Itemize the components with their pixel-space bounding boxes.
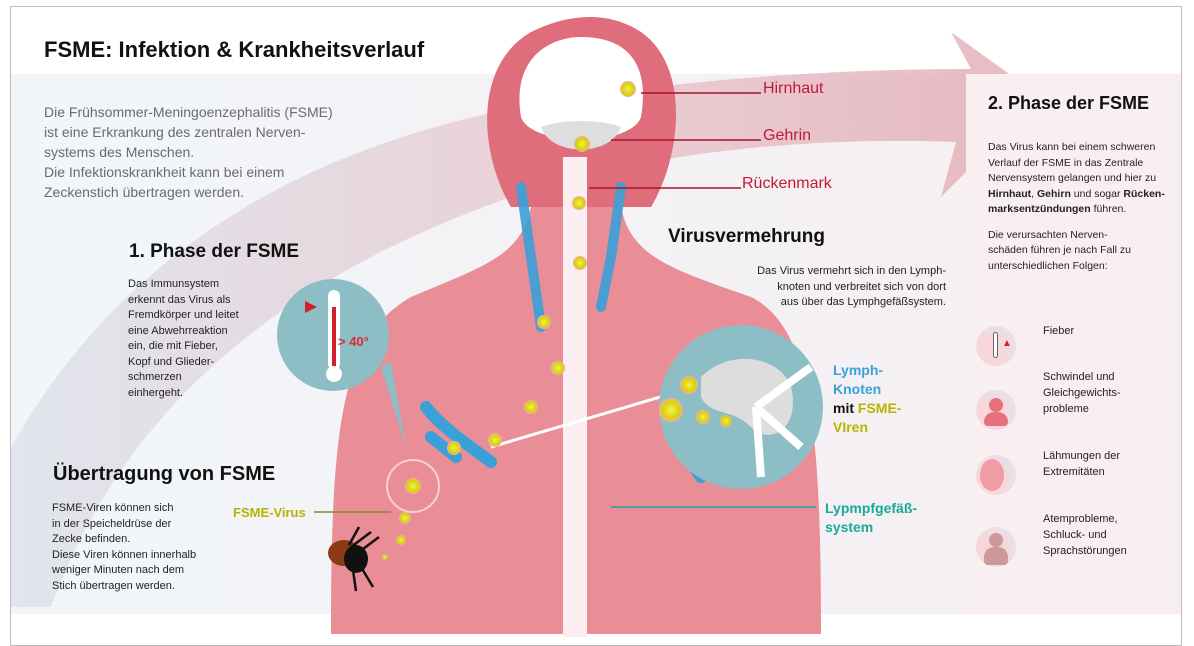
infographic: FSME: Infektion & Krankheitsverlauf Die … bbox=[10, 6, 1182, 646]
text-line: FSME-Viren können sich bbox=[52, 502, 174, 514]
text-line: Das Immunsystem bbox=[128, 278, 220, 290]
phase1-text: Das Immunsystem erkennt das Virus als Fr… bbox=[128, 277, 239, 401]
text-line: einhergeht. bbox=[128, 386, 184, 399]
virusvermehrung-title: Virusvermehrung bbox=[668, 226, 825, 247]
virus-particles bbox=[382, 81, 732, 560]
text-line: ein, die mit Fieber, bbox=[128, 340, 218, 352]
text-run: Das Virus kann bei einem schweren Verlau… bbox=[988, 141, 1157, 184]
lymph-node-label: Lymph- Knoten mit FSME- VIren bbox=[833, 361, 901, 437]
text-run: führen. bbox=[1090, 203, 1127, 215]
text-bold: Gehirn bbox=[1037, 187, 1071, 200]
text-bold: Rücken-marksentzündungen bbox=[988, 187, 1165, 216]
dizziness-icon bbox=[976, 390, 1016, 430]
phase2-title: 2. Phase der FSME bbox=[988, 93, 1150, 113]
text-line: erkennt das Virus als bbox=[128, 293, 231, 306]
text-line: in der Speicheldrüse der bbox=[52, 517, 172, 530]
fsme-virus-label: FSME-Virus bbox=[233, 505, 306, 520]
text-word: FSME- bbox=[857, 400, 902, 416]
intro-line: systems des Menschen. bbox=[44, 144, 195, 160]
lymph-node-magnifier bbox=[659, 325, 823, 489]
text-line: schmerzen bbox=[128, 371, 182, 383]
intro-line: ist eine Erkrankung des zentralen Nerven… bbox=[44, 124, 306, 140]
text-line: Zecke befinden. bbox=[52, 533, 131, 545]
text-line: Fremdkörper und leitet bbox=[128, 309, 239, 321]
paralysis-icon bbox=[976, 455, 1016, 495]
transmission-text: FSME-Viren können sich in der Speicheldr… bbox=[52, 501, 196, 594]
text-line: aus über das Lymphgefäßsystem. bbox=[780, 296, 946, 308]
text-line: Diese Viren können innerhalb bbox=[52, 548, 197, 561]
text-run: , bbox=[1031, 187, 1038, 200]
symptom-label: Lähmungen der Extremitäten bbox=[1043, 450, 1121, 478]
text-line: Das Virus vermehrt sich in den Lymph- bbox=[757, 265, 946, 277]
temperature-label: > 40° bbox=[338, 334, 369, 349]
text-line: system bbox=[825, 519, 874, 535]
text-line: eine Abwehrreaktion bbox=[128, 324, 228, 337]
phase2-text: Das Virus kann bei einem schweren Verlau… bbox=[988, 140, 1168, 274]
intro-line: Zeckenstich übertragen werden. bbox=[44, 184, 244, 200]
thermometer-icon: ▲ bbox=[976, 326, 1016, 366]
symptom-label: Schwindel und Gleichgewichts-probleme bbox=[1043, 371, 1121, 415]
text-line: VIren bbox=[833, 419, 869, 435]
text-run: und sogar bbox=[1070, 187, 1124, 200]
head-label-lines bbox=[589, 92, 761, 189]
text-line: weniger Minuten nach dem bbox=[52, 564, 185, 576]
thermometer-bubble bbox=[277, 279, 406, 447]
text-line: Lypmpfgefäß- bbox=[825, 500, 918, 516]
page-title: FSME: Infektion & Krankheitsverlauf bbox=[44, 37, 425, 62]
lymph-vessel-label: Lypmpfgefäß- system bbox=[825, 499, 917, 537]
text-line: Lymph- bbox=[833, 362, 884, 378]
virusvermehrung-text: Das Virus vermehrt sich in den Lymph- kn… bbox=[711, 264, 946, 311]
text-line: Knoten bbox=[833, 381, 882, 397]
label-hirnhaut: Hirnhaut bbox=[763, 80, 824, 97]
text-line: knoten und verbreitet sich von dort bbox=[777, 280, 946, 293]
transmission-title: Übertragung von FSME bbox=[53, 463, 276, 485]
human-body bbox=[331, 17, 821, 637]
intro-line: Die Infektionskrankheit kann bei einem bbox=[44, 164, 285, 180]
phase1-title: 1. Phase der FSME bbox=[129, 241, 300, 262]
intro-text: Die Frühsommer-Meningoenzephalitis (FSME… bbox=[44, 102, 333, 202]
tick-icon bbox=[328, 526, 380, 592]
label-rueckenmark: Rückenmark bbox=[742, 175, 832, 192]
text-line: Kopf und Glieder- bbox=[128, 355, 215, 368]
intro-line: Die Frühsommer-Meningoenzephalitis (FSME… bbox=[44, 104, 333, 120]
label-gehirn: Gehrin bbox=[763, 127, 812, 144]
text-paragraph: Die verursachten Nerven-schäden führen j… bbox=[988, 228, 1132, 272]
symptom-label: Atemprobleme, Schluck- und Sprachstörung… bbox=[1043, 513, 1127, 557]
text-line: Stich übertragen werden. bbox=[52, 579, 175, 592]
symptom-label: Fieber bbox=[1043, 325, 1075, 337]
text-word: mit bbox=[833, 400, 854, 416]
text-bold: Hirnhaut bbox=[988, 187, 1032, 200]
breathing-icon bbox=[976, 527, 1016, 567]
